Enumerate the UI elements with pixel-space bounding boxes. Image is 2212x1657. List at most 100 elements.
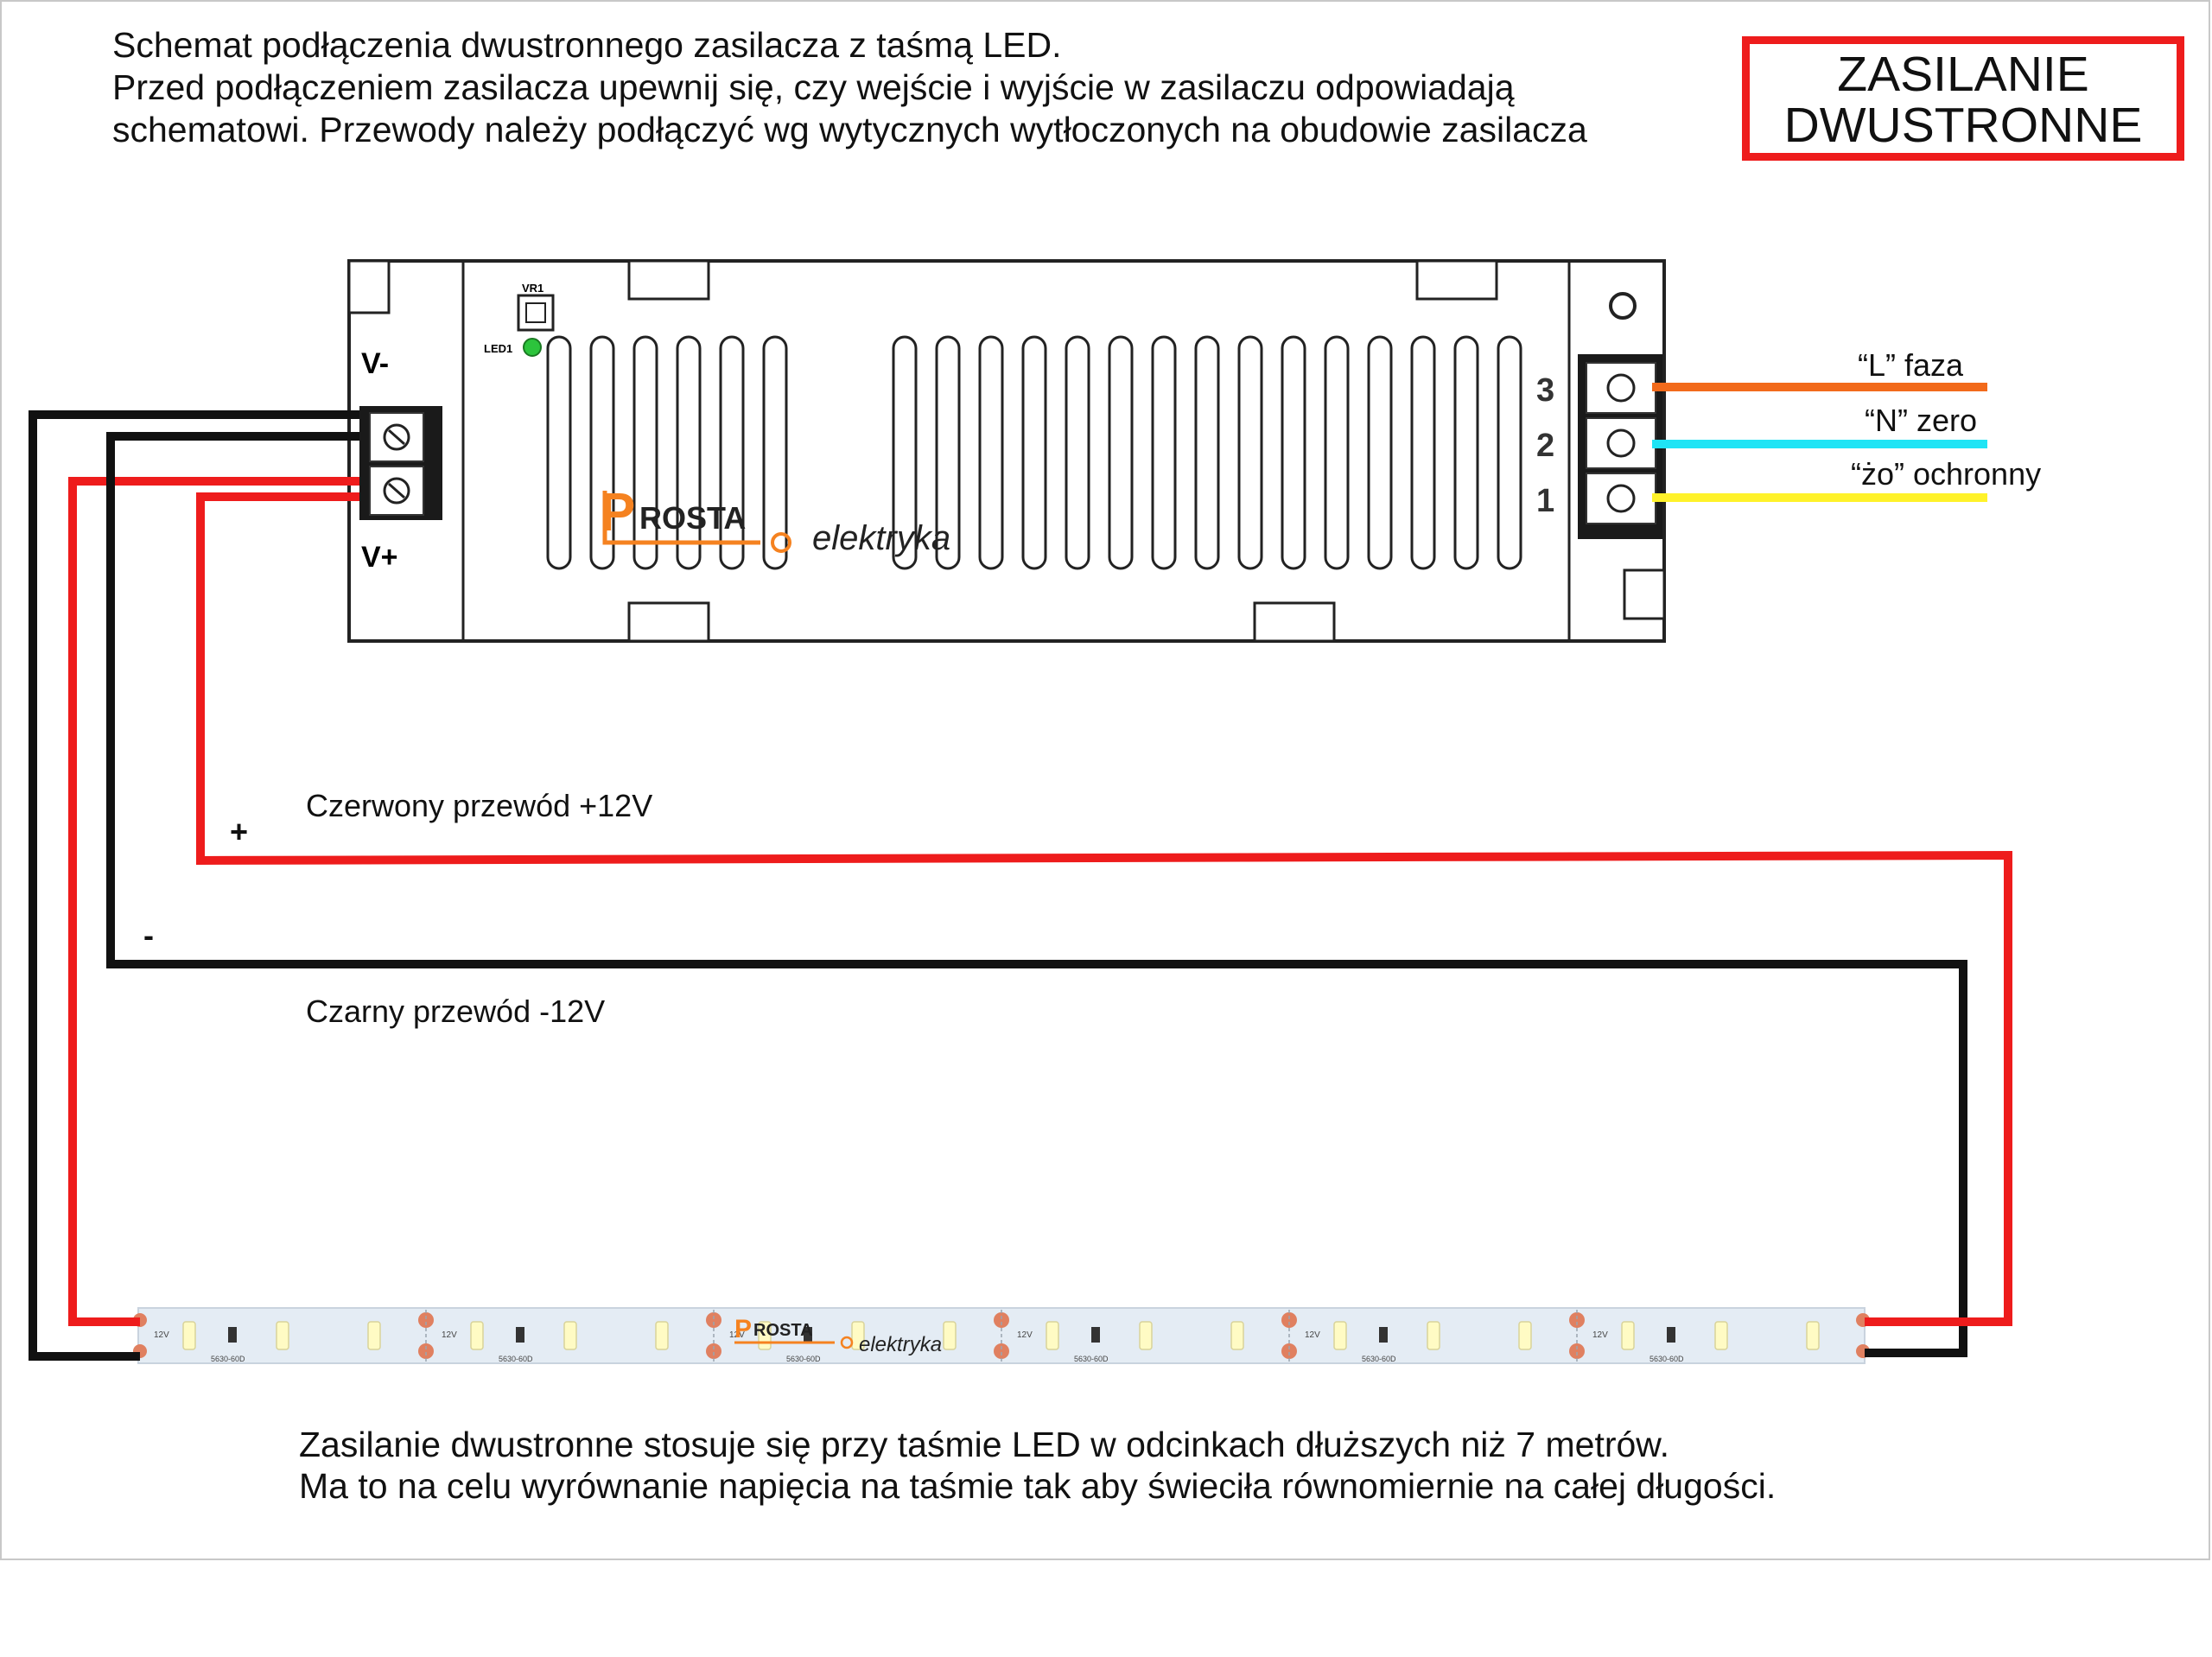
v-minus-label: V- <box>361 347 389 380</box>
strip-logo-elektryka: elektryka <box>859 1333 942 1356</box>
wire-label-l: “L” faza <box>1858 347 1964 383</box>
terminal-number-3: 3 <box>1536 372 1554 409</box>
solder-pad <box>706 1343 721 1359</box>
screw-icon <box>1609 292 1637 320</box>
smd-led <box>563 1321 577 1350</box>
strip-voltage-mark: 12V <box>1592 1330 1608 1340</box>
vent-slot <box>1453 335 1479 570</box>
vent-slot <box>676 335 702 570</box>
badge-line-2: DWUSTRONNE <box>1783 98 2143 153</box>
solder-pad <box>1281 1312 1297 1328</box>
solder-pad <box>706 1312 721 1328</box>
smd-led <box>1518 1321 1532 1350</box>
vent-slot <box>1281 335 1306 570</box>
intro-line-3: schematowi. Przewody należy podłączyć wg… <box>112 110 1587 149</box>
diagram-frame <box>0 0 2210 1560</box>
intro-text: Schemat podłączenia dwustronnego zasilac… <box>112 24 1587 151</box>
wiring-diagram: VR1 LED1 V- V+ 3 2 1 P ROSTA elektryka <box>29 259 2012 1364</box>
smd-led <box>1806 1321 1820 1350</box>
psu-right-notch <box>1623 568 1666 620</box>
strip-logo-initial: P <box>734 1315 752 1343</box>
psu-tab <box>627 601 710 643</box>
intro-line-1: Schemat podłączenia dwustronnego zasilac… <box>112 25 1062 65</box>
strip-model-mark: 5630-60D <box>1649 1355 1684 1363</box>
red-wire-label: Czerwony przewód +12V <box>306 788 653 823</box>
smd-led <box>943 1321 957 1350</box>
psu-tab <box>627 259 710 301</box>
vent-slot <box>892 335 918 570</box>
resistor <box>1091 1327 1100 1343</box>
smd-led <box>1230 1321 1244 1350</box>
resistor <box>1379 1327 1388 1343</box>
psu-tab <box>1253 601 1336 643</box>
vent-slot <box>1324 335 1350 570</box>
smd-led <box>1046 1321 1059 1350</box>
vent-slot <box>762 335 788 570</box>
resistor <box>516 1327 524 1343</box>
smd-led <box>1333 1321 1347 1350</box>
intro-line-2: Przed podłączeniem zasilacza upewnij się… <box>112 67 1515 107</box>
vent-slot <box>1367 335 1393 570</box>
screw-icon <box>1606 373 1636 403</box>
smd-led <box>1139 1321 1153 1350</box>
vent-slot <box>546 335 572 570</box>
led-strip: 12V 5630-60D 12V 5630-60D 12V 5630-60D 12V 5630… <box>133 1307 1870 1364</box>
bottom-line-1: Zasilanie dwustronne stosuje się przy ta… <box>299 1425 1670 1464</box>
strip-model-mark: 5630-60D <box>1362 1355 1396 1363</box>
vent-slot <box>589 335 615 570</box>
potentiometer-icon <box>517 294 555 332</box>
resistor <box>1667 1327 1675 1343</box>
vent-slot <box>632 335 658 570</box>
smd-led <box>1427 1321 1440 1350</box>
solder-pad <box>1569 1343 1585 1359</box>
screw-icon <box>1606 429 1636 458</box>
vent-slot <box>1108 335 1134 570</box>
strip-voltage-mark: 12V <box>154 1330 169 1340</box>
strip-model-mark: 5630-60D <box>786 1355 821 1363</box>
minus-sign: - <box>143 917 154 953</box>
black-wire-label: Czarny przewód -12V <box>306 994 606 1029</box>
strip-model-mark: 5630-60D <box>211 1355 245 1363</box>
vent-slot <box>1065 335 1090 570</box>
smd-led <box>1714 1321 1728 1350</box>
bottom-line-2: Ma to na celu wyrównanie napięcia na taś… <box>299 1466 1777 1506</box>
strip-plug-icon <box>840 1336 854 1349</box>
smd-led <box>655 1321 669 1350</box>
vent-slot <box>1410 335 1436 570</box>
black-wire-left <box>29 410 359 1361</box>
strip-voltage-mark: 12V <box>1017 1330 1033 1340</box>
smd-led <box>1621 1321 1635 1350</box>
wire-label-pe: “żo” ochronny <box>1851 456 2042 492</box>
badge-line-1: ZASILANIE <box>1837 47 2089 102</box>
strip-voltage-mark: 12V <box>1305 1330 1320 1340</box>
smd-led <box>367 1321 381 1350</box>
vent-slot <box>935 335 961 570</box>
vent-slot <box>1194 335 1220 570</box>
red-wire-right <box>196 492 2012 1326</box>
resistor <box>804 1327 812 1343</box>
vent-slot <box>719 335 745 570</box>
vent-slot <box>1021 335 1047 570</box>
psu-left-notch <box>347 259 391 314</box>
smd-led <box>851 1321 865 1350</box>
bottom-note: Zasilanie dwustronne stosuje się przy ta… <box>299 1424 1776 1507</box>
terminal-number-2: 2 <box>1536 428 1554 464</box>
black-wire-right <box>106 432 1967 1357</box>
logo-word-rosta: ROSTA <box>639 500 746 536</box>
psu-tab <box>1415 259 1498 301</box>
title-badge: ZASILANIE DWUSTRONNE <box>1742 36 2184 161</box>
solder-pad <box>418 1312 434 1328</box>
solder-pad <box>994 1343 1009 1359</box>
strip-model-mark: 5630-60D <box>1074 1355 1109 1363</box>
plug-icon <box>771 532 791 553</box>
solder-pad <box>1569 1312 1585 1328</box>
logo-initial: P <box>600 483 635 543</box>
strip-voltage-mark: 12V <box>442 1330 457 1340</box>
led1-label: LED1 <box>484 342 512 355</box>
wire-label-n: “N” zero <box>1865 403 1978 438</box>
strip-voltage-mark: 12V <box>729 1330 745 1340</box>
vent-slot <box>1497 335 1522 570</box>
vr1-label: VR1 <box>522 282 543 295</box>
solder-pad <box>1281 1343 1297 1359</box>
output-wires <box>29 410 2012 1361</box>
